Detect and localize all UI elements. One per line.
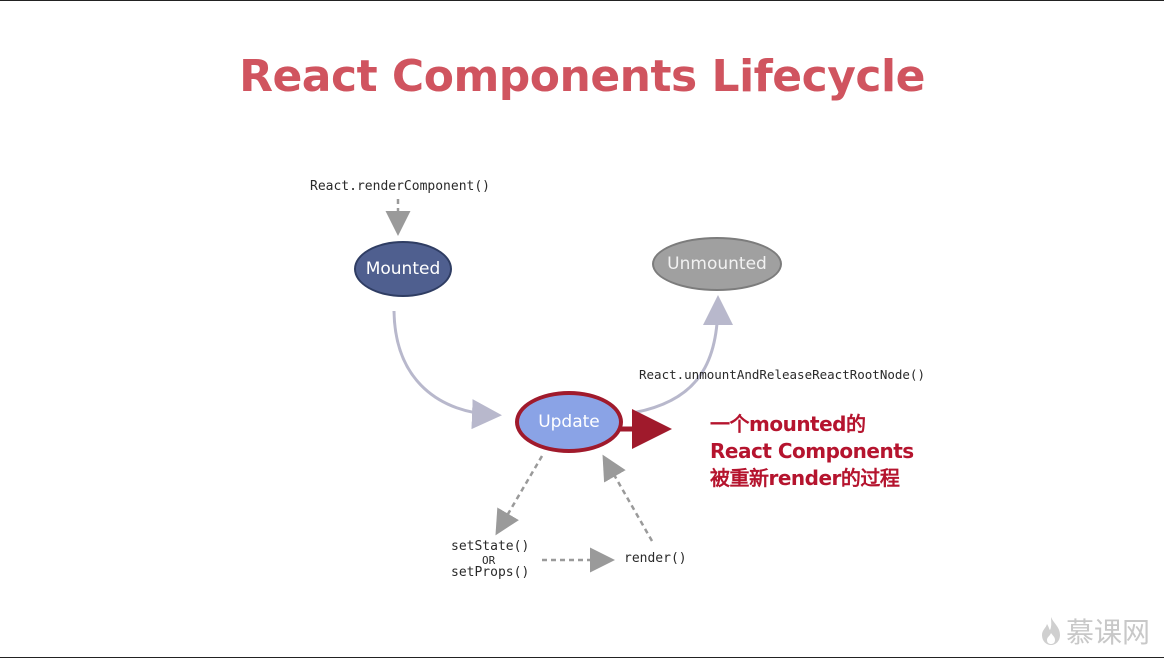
arrow-update-to-unmounted	[631, 295, 733, 415]
or-label: OR	[482, 554, 496, 567]
slide-title: React Components Lifecycle	[239, 51, 925, 102]
arrow-render-to-update	[602, 454, 654, 542]
arrow-update-to-setstate	[495, 455, 544, 536]
annotation-line-3: 被重新render的过程	[710, 466, 900, 490]
unmount-label: React.unmountAndReleaseReactRootNode()	[639, 367, 925, 382]
render-label: render()	[624, 551, 687, 566]
setstate-label: setState()	[451, 539, 530, 554]
update-node: Update	[515, 391, 623, 453]
logo-text: 慕课网	[1065, 616, 1150, 649]
arrow-mounted-to-update	[392, 310, 502, 430]
flame-icon	[1041, 617, 1060, 645]
annotation-line-1: 一个mounted的	[710, 412, 866, 436]
unmounted-node: Unmounted	[652, 237, 782, 291]
setprops-label: setProps()	[451, 565, 530, 580]
logo: 慕课网	[1040, 611, 1150, 651]
annotation-text: 一个mounted的 React Components 被重新render的过程	[710, 411, 914, 492]
annotation-line-2: React Components	[710, 439, 914, 463]
mounted-node: Mounted	[354, 241, 452, 297]
render-component-label: React.renderComponent()	[310, 179, 491, 194]
